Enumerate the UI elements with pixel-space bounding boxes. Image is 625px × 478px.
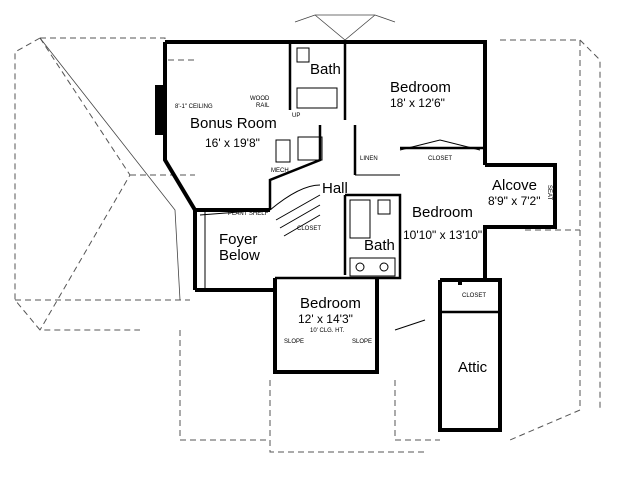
closet-top-label: CLOSET bbox=[428, 156, 452, 162]
bonus-room-dims: 16' x 19'8" bbox=[205, 136, 260, 150]
up-label: UP bbox=[292, 113, 300, 119]
roof-outline bbox=[14, 14, 601, 453]
bonus-room-ceiling: 8'-1" CEILING bbox=[175, 104, 213, 110]
bedroom-bottom-ceiling: 10' CLG. HT. bbox=[310, 328, 344, 334]
slope-right-label: SLOPE bbox=[352, 339, 372, 345]
bedroom-bottom-name: Bedroom bbox=[300, 295, 361, 312]
stair-icon bbox=[269, 184, 321, 211]
walls bbox=[163, 40, 557, 432]
alcove-dims: 8'9" x 7'2" bbox=[488, 194, 540, 208]
plant-shelf-label: PLANT SHELF bbox=[228, 211, 269, 217]
bath-mid-name: Bath bbox=[364, 237, 395, 254]
alcove-name: Alcove bbox=[492, 177, 537, 194]
mech-unit-icon bbox=[275, 139, 291, 163]
sink-vanity-icon bbox=[349, 257, 396, 277]
closet-attic-label: CLOSET bbox=[462, 293, 486, 299]
closet-hall-label: CLOSET bbox=[297, 226, 321, 232]
bathtub-icon bbox=[296, 87, 338, 109]
attic-name: Attic bbox=[458, 359, 488, 376]
bedroom-right-dims: 10'10" x 13'10" bbox=[403, 228, 482, 242]
seat-label: SEAT bbox=[546, 185, 552, 201]
bathtub-icon bbox=[349, 199, 371, 239]
fireplace-wall-icon bbox=[155, 85, 163, 135]
wood-rail-label-2: RAIL bbox=[256, 103, 270, 109]
bedroom-right-name: Bedroom bbox=[412, 204, 473, 221]
foyer-line2: Below bbox=[219, 247, 260, 264]
labels: Bonus Room 16' x 19'8" 8'-1" CEILING WOO… bbox=[175, 61, 552, 376]
slope-left-label: SLOPE bbox=[284, 339, 304, 345]
closet-doors-icon bbox=[399, 139, 481, 151]
toilet-icon bbox=[296, 47, 310, 63]
linen-label: LINEN bbox=[360, 156, 378, 162]
bedroom-bottom-dims: 12' x 14'3" bbox=[298, 312, 353, 326]
bath-top-name: Bath bbox=[310, 61, 341, 78]
wood-rail-label: WOOD bbox=[250, 96, 270, 102]
fixtures bbox=[155, 47, 481, 331]
mech-label: MECH. bbox=[271, 168, 291, 174]
toilet-icon bbox=[377, 199, 391, 215]
bedroom-top-dims: 18' x 12'6" bbox=[390, 96, 445, 110]
bedroom-top-name: Bedroom bbox=[390, 79, 451, 96]
foyer-line1: Foyer bbox=[219, 231, 257, 248]
hall-name: Hall bbox=[322, 180, 348, 197]
bonus-room-name: Bonus Room bbox=[190, 115, 277, 132]
